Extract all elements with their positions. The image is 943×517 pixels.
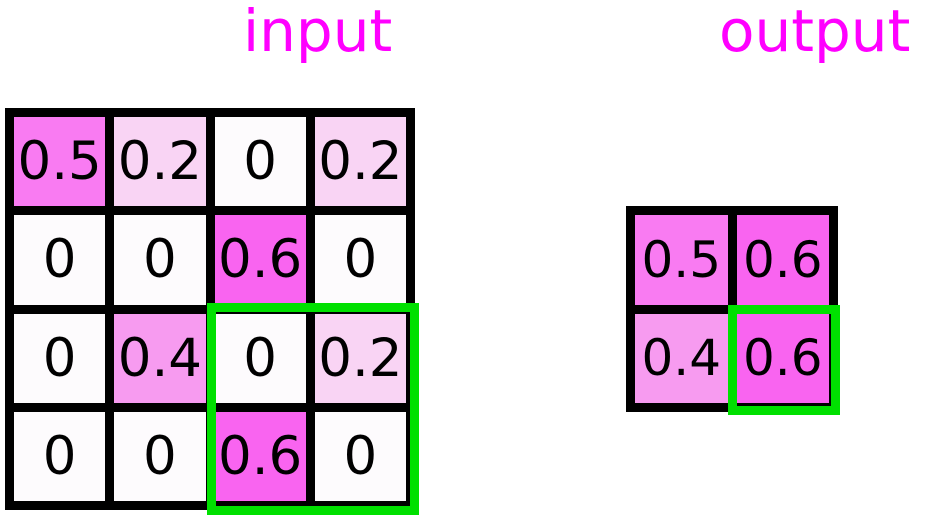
input-cell-r4c4: 0 — [314, 411, 406, 501]
cell-value: 0 — [343, 425, 378, 487]
input-cell-r2c2: 0 — [114, 215, 206, 305]
cell-value: 0 — [143, 229, 177, 291]
cell-value: 0.6 — [217, 425, 303, 487]
cell-value: 0.5 — [641, 230, 722, 289]
input-cell-r2c3: 0.6 — [214, 215, 306, 305]
input-cell-r3c3: 0 — [214, 313, 306, 403]
output-cell-r1c2: 0.6 — [736, 215, 829, 305]
input-cell-r4c2: 0 — [114, 411, 206, 501]
cell-value: 0.6 — [217, 229, 303, 291]
cell-value: 0 — [143, 425, 177, 487]
input-cell-r1c4: 0.2 — [314, 117, 406, 207]
cell-value: 0.2 — [318, 131, 403, 193]
cell-value: 0 — [42, 425, 77, 487]
output-cell-r2c1: 0.4 — [635, 313, 728, 403]
input-cell-r4c1: 0 — [14, 411, 106, 501]
output-label: output — [719, 0, 911, 65]
input-cell-r3c2: 0.4 — [114, 313, 206, 403]
cell-value: 0.2 — [117, 131, 203, 193]
input-cell-r3c1: 0 — [14, 313, 106, 403]
input-cell-r3c4: 0.2 — [314, 313, 406, 403]
input-cell-r4c3: 0.6 — [214, 411, 306, 501]
cell-value: 0.4 — [641, 329, 722, 388]
input-matrix: 0.5 0.2 0 0.2 0 0 0.6 0 0 0.4 0 0.2 0 0 … — [5, 108, 415, 510]
output-matrix: 0.5 0.6 0.4 0.6 — [626, 206, 838, 412]
input-label: input — [243, 0, 393, 65]
cell-value: 0.4 — [117, 327, 203, 389]
cell-value: 0 — [42, 229, 77, 291]
cell-value: 0.6 — [742, 329, 823, 388]
output-cell-r1c1: 0.5 — [635, 215, 728, 305]
input-cell-r1c2: 0.2 — [114, 117, 206, 207]
cell-value: 0.5 — [17, 131, 102, 193]
cell-value: 0 — [343, 229, 378, 291]
output-cell-r2c2: 0.6 — [736, 313, 829, 403]
input-cell-r2c1: 0 — [14, 215, 106, 305]
cell-value: 0.6 — [742, 230, 823, 289]
input-cell-r2c4: 0 — [314, 215, 406, 305]
cell-value: 0 — [243, 327, 277, 389]
input-cell-r1c1: 0.5 — [14, 117, 106, 207]
cell-value: 0.2 — [318, 327, 403, 389]
cell-value: 0 — [42, 327, 77, 389]
cell-value: 0 — [243, 131, 277, 193]
input-cell-r1c3: 0 — [214, 117, 306, 207]
